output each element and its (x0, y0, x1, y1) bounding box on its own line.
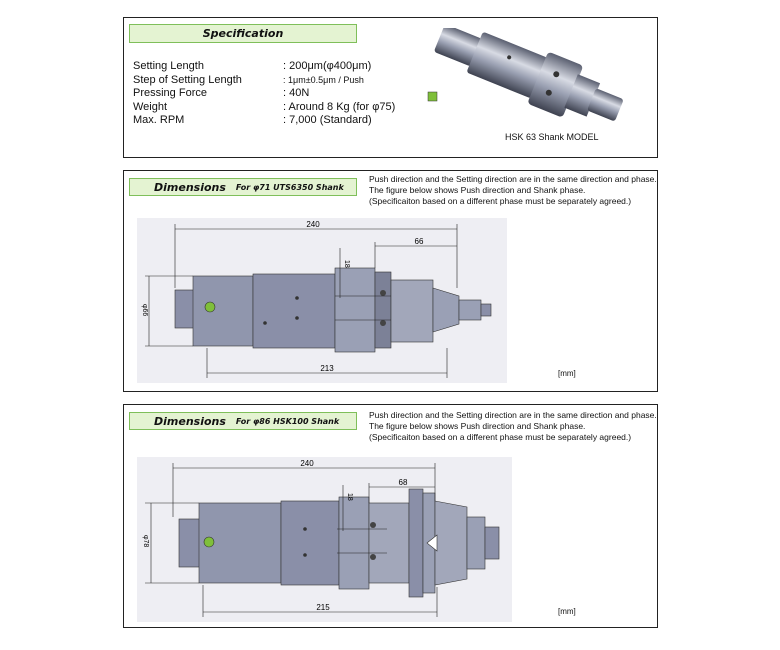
dim2-right-label: 68 (399, 478, 408, 487)
product-photo (427, 28, 623, 121)
dimensions-panel-1: Dimensions For φ71 UTS6350 Shank Push di… (123, 170, 658, 392)
dim1-bottom-label: 213 (320, 364, 334, 373)
spec-value: : 40N (283, 87, 310, 99)
dim2-top-label: 240 (300, 459, 314, 468)
dimensions-1-title: Dimensions For φ71 UTS6350 Shank (129, 178, 357, 196)
dimensions-2-title: Dimensions For φ86 HSK100 Shank (129, 412, 357, 430)
spec-value: : Around 8 Kg (for φ75) (283, 100, 396, 113)
dimensions-1-note: Push direction and the Setting direction… (369, 174, 657, 206)
drawing-hsk100: 240 68 215 18 φ78 (137, 457, 512, 622)
specification-title-text: Specification (202, 27, 284, 40)
dimensions-2-note: Push direction and the Setting direction… (369, 410, 657, 442)
spec-row: Setting Length : 200μm(φ400μm) (133, 60, 395, 74)
spec-table: Setting Length : 200μm(φ400μm) Step of S… (133, 60, 395, 128)
dim1-top-label: 240 (306, 220, 320, 229)
dim2-diameter-label: φ78 (142, 535, 149, 547)
spec-row: Step of Setting Length : 1μm±0.5μm / Pus… (133, 74, 395, 88)
dim2-bottom-label: 215 (316, 603, 330, 612)
spec-label: Max. RPM (133, 114, 185, 126)
spec-label: Pressing Force (133, 87, 207, 99)
dim1-vertical-label: 18 (343, 260, 350, 268)
dimensions-1-unit: [mm] (558, 369, 576, 378)
dimensions-2-title-text: Dimensions (154, 414, 226, 428)
dim1-right-label: 66 (415, 237, 424, 246)
photo-caption: HSK 63 Shank MODEL (505, 132, 599, 142)
dimensions-1-title-text: Dimensions (154, 180, 226, 194)
spec-value: : 1μm±0.5μm / Push (283, 74, 364, 85)
spec-row: Max. RPM : 7,000 (Standard) (133, 114, 395, 128)
specification-panel: Specification Setting Length : 200μm(φ40… (123, 17, 658, 158)
dimensions-2-unit: [mm] (558, 607, 576, 616)
specification-title: Specification (129, 24, 357, 43)
dim1-diameter-label: φ66 (141, 304, 148, 316)
spec-label: Weight (133, 100, 168, 113)
dimensions-1-subtitle: For φ71 UTS6350 Shank (235, 182, 344, 192)
spec-value: : 7,000 (Standard) (283, 114, 372, 126)
dimensions-panel-2: Dimensions For φ86 HSK100 Shank Push dir… (123, 404, 658, 628)
spec-row: Pressing Force : 40N (133, 87, 395, 101)
spec-value: : 200μm(φ400μm) (283, 60, 372, 72)
spec-label: Step of Setting Length (133, 73, 242, 86)
dim2-vertical-label: 18 (346, 493, 353, 501)
spec-label: Setting Length (133, 60, 204, 72)
spec-row: Weight : Around 8 Kg (for φ75) (133, 101, 395, 115)
dimensions-2-subtitle: For φ86 HSK100 Shank (235, 416, 340, 426)
drawing-uts6350: 240 66 213 18 φ66 (137, 218, 507, 383)
